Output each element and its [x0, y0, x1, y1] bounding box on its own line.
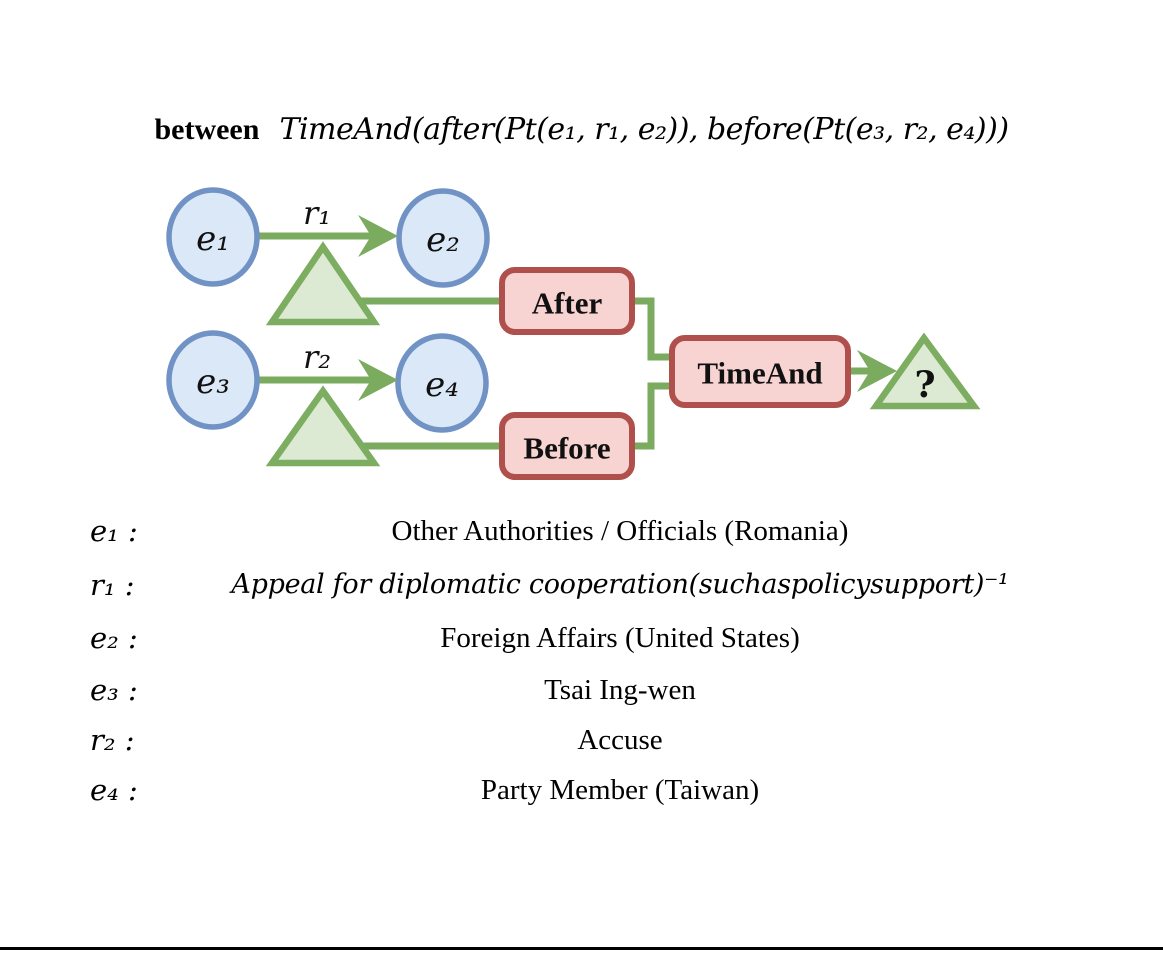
legend-value-e1: Other Authorities / Officials (Romania): [391, 515, 849, 547]
legend-value-e2: Foreign Affairs (United States): [440, 622, 800, 654]
entity-node-e3: [166, 330, 260, 430]
legend-key-e4: e₄ :: [90, 773, 138, 807]
entity-label-e4: e₄: [425, 365, 459, 405]
arrowhead-r2: [358, 359, 398, 401]
legend-row-e2: e₂ : Foreign Affairs (United States): [0, 618, 1163, 658]
query-formula-expression: TimeAnd(after(Pt(e₁, r₁, e₂)), before(Pt…: [279, 112, 1009, 147]
query-structure-diagram: e₁ e₂ e₃ e₄ r₁ r₂ After Before TimeAnd ?: [166, 187, 981, 480]
result-triangle: [869, 332, 981, 410]
entity-node-e4: [395, 333, 489, 433]
legend-value-e4: Party Member (Taiwan): [480, 774, 760, 806]
legend-row-r2: r₂ : Accuse: [0, 720, 1163, 760]
legend-value-r1: Appeal for diplomatic cooperation(suchas…: [231, 569, 1009, 600]
entity-label-e3: e₃: [196, 362, 230, 402]
legend-row-e3: e₃ : Tsai Ing-wen: [0, 670, 1163, 710]
bottom-divider-rule: [0, 947, 1163, 950]
operator-box-timeand: [669, 335, 851, 408]
legend-key-e1: e₁ :: [90, 514, 138, 548]
operator-box-after: [499, 267, 635, 335]
arrowhead-result: [857, 350, 897, 392]
connector-after-timeand: [630, 297, 672, 361]
entity-label-e1: e₁: [196, 219, 230, 259]
legend-key-e2: e₂ :: [90, 621, 138, 655]
entity-node-e2: [396, 188, 490, 288]
operator-label-after: After: [532, 286, 603, 321]
connector-before-timeand: [630, 382, 672, 450]
legend-value-r2: Accuse: [577, 724, 663, 756]
legend-row-r1: r₁ : Appeal for diplomatic cooperation(s…: [0, 565, 1163, 605]
entity-node-e1: [166, 187, 260, 287]
legend-key-r1: r₁ :: [90, 568, 135, 602]
legend-row-e1: e₁ : Other Authorities / Officials (Roma…: [0, 511, 1163, 551]
query-type-keyword: between: [154, 113, 260, 146]
result-question-mark: ?: [914, 364, 935, 406]
time-triangle-1: [265, 241, 381, 326]
legend-key-e3: e₃ :: [90, 673, 138, 707]
arrowhead-r1: [358, 215, 398, 257]
legend-value-e3: Tsai Ing-wen: [544, 674, 696, 706]
time-triangle-2: [265, 385, 381, 467]
operator-box-before: [499, 412, 635, 480]
entity-label-e2: e₂: [426, 220, 460, 260]
legend-row-e4: e₄ : Party Member (Taiwan): [0, 770, 1163, 810]
legend-key-r2: r₂ :: [90, 723, 135, 757]
operator-label-timeand: TimeAnd: [697, 356, 822, 391]
query-formula: between TimeAnd(after(Pt(e₁, r₁, e₂)), be…: [0, 112, 1163, 147]
operator-label-before: Before: [523, 431, 610, 466]
relation-label-r2: r₂: [303, 338, 331, 376]
relation-label-r1: r₁: [303, 194, 331, 232]
